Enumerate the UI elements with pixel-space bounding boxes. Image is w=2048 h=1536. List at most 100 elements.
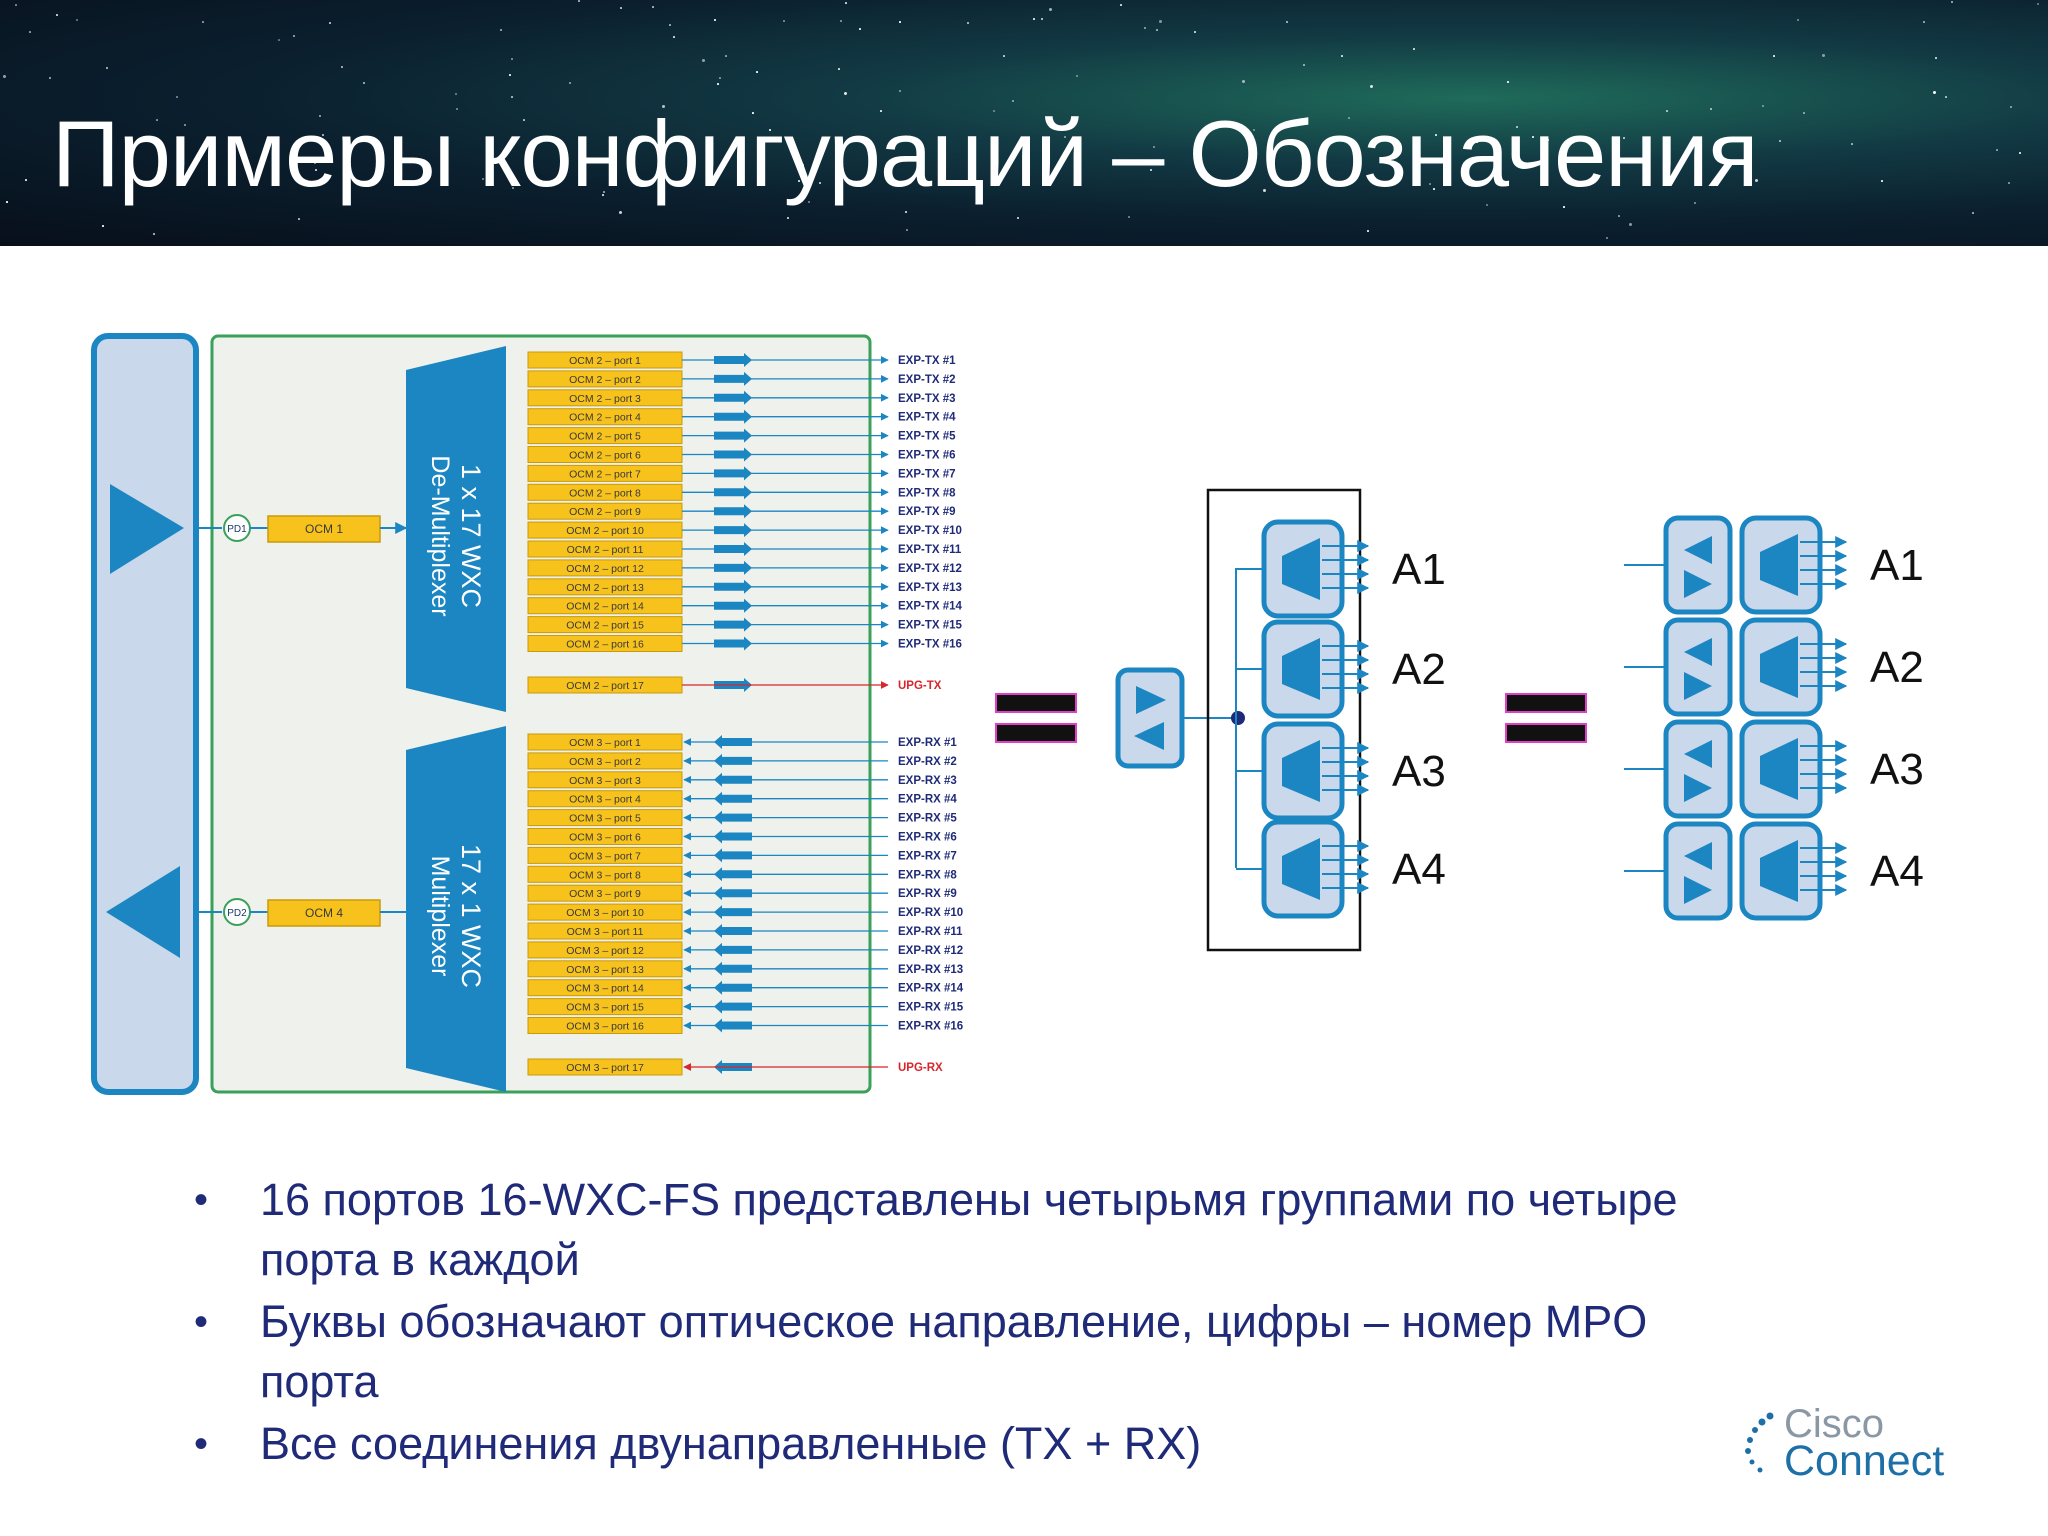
equals-sign-right [1505, 693, 1587, 743]
group-label: A3 [1392, 747, 1446, 796]
star-dot [1803, 112, 1805, 114]
star-dot [1128, 216, 1130, 218]
tx-exp-label: EXP-TX #5 [898, 431, 956, 443]
logo-text-cisco: Cisco [1784, 1402, 1885, 1446]
amp-rx-icon [1684, 638, 1712, 666]
star-dot [1923, 21, 1925, 23]
star-dot [1286, 21, 1288, 23]
group-label: A2 [1870, 643, 1924, 692]
star-dot [967, 22, 969, 24]
tx-port-label: OCM 2 – port 6 [569, 450, 641, 462]
star-dot [752, 112, 754, 114]
tx-exp-label: EXP-TX #11 [898, 544, 962, 556]
star-dot [1666, 110, 1668, 112]
ocm1-box [267, 515, 381, 543]
wxc-icon [1760, 738, 1798, 800]
tx-port-label: OCM 2 – port 7 [569, 468, 641, 480]
amplifier-rx-icon [106, 866, 180, 958]
star-dot [2010, 106, 2012, 108]
tx-exp-label: EXP-TX #9 [898, 506, 956, 518]
star-dot [25, 179, 27, 181]
star-dot [1242, 80, 1245, 83]
star-dot [652, 6, 654, 8]
rx-exp-label: EXP-RX #6 [898, 832, 957, 844]
rx-port-label: OCM 3 – port 13 [566, 964, 644, 976]
splitter-node [1231, 711, 1245, 725]
star-dot [509, 74, 511, 76]
right-wxc-1: A1 [1739, 515, 1924, 615]
demux-label-line2: De-Multiplexer [426, 455, 454, 616]
rx-exp-label: EXP-RX #10 [898, 907, 963, 919]
tx-exp-label: EXP-TX #16 [898, 639, 962, 651]
star-dot [993, 110, 995, 112]
rx-exp-label: EXP-RX #14 [898, 983, 964, 995]
star-dot [319, 115, 321, 117]
star-dot [905, 211, 907, 213]
star-dot [756, 71, 758, 73]
tx-port-label: OCM 2 – port 15 [566, 620, 644, 632]
amp-tx-icon [1684, 774, 1712, 802]
star-dot [1507, 81, 1509, 83]
rx-port-box [527, 998, 683, 1016]
star-dot [1150, 169, 1152, 171]
star-dot [1159, 20, 1162, 23]
star-dot [1370, 85, 1373, 88]
star-dot [1563, 206, 1565, 208]
star-dot [76, 19, 78, 21]
tx-exp-label: EXP-TX #13 [898, 582, 962, 594]
star-dot [106, 67, 108, 69]
star-dot [56, 14, 58, 16]
tx-port-label: OCM 2 – port 8 [569, 487, 641, 499]
star-dot [1435, 134, 1437, 136]
star-dot [1516, 126, 1518, 128]
bullet-item: •Все соединения двунаправленные (TX + RX… [194, 1418, 1202, 1469]
amp-tx-icon [1684, 672, 1712, 700]
star-dot [859, 28, 861, 30]
rx-exp-label: EXP-RX #15 [898, 1002, 964, 1014]
star-dot [569, 82, 571, 84]
rx-port-label: OCM 3 – port 2 [569, 756, 641, 768]
star-dot [29, 31, 31, 33]
logo-text-connect: Connect [1784, 1437, 1945, 1485]
star-dot [500, 29, 502, 31]
tx-port-label: OCM 2 – port 16 [566, 639, 644, 651]
star-dot [808, 201, 810, 203]
group-label: A4 [1870, 847, 1924, 896]
star-dot [456, 108, 458, 110]
middle-group-1: A1 [1261, 519, 1446, 619]
star-dot [1532, 136, 1534, 138]
rx-port-label: OCM 3 – port 5 [569, 813, 641, 825]
star-dot [1303, 64, 1305, 66]
tx-port-row: OCM 2 – port 16 EXP-TX #16 [527, 635, 962, 652]
rx-port-box [527, 1017, 683, 1034]
tx-exp-label: EXP-TX #8 [898, 487, 956, 499]
star-dot [1710, 108, 1712, 110]
star-dot [213, 164, 215, 166]
tx-port-label: OCM 2 – port 10 [566, 525, 644, 537]
star-dot [1153, 146, 1155, 148]
mux-label-line1: 17 x 1 WXC [456, 844, 486, 988]
rx-port-label: OCM 3 – port 7 [569, 850, 641, 862]
bullet-item: •16 портов 16-WXC-FS представлены четырь… [194, 1174, 1678, 1285]
pd2-label: PD2 [227, 908, 247, 919]
star-dot [292, 163, 294, 165]
star-dot [2037, 3, 2039, 5]
rx-port-box [527, 790, 683, 808]
star-dot [1049, 8, 1052, 11]
star-dot [840, 20, 842, 22]
star-dot [2019, 152, 2021, 154]
star-dot [1606, 237, 1608, 239]
tx-exp-label: EXP-TX #10 [898, 525, 962, 537]
star-dot [783, 20, 785, 22]
